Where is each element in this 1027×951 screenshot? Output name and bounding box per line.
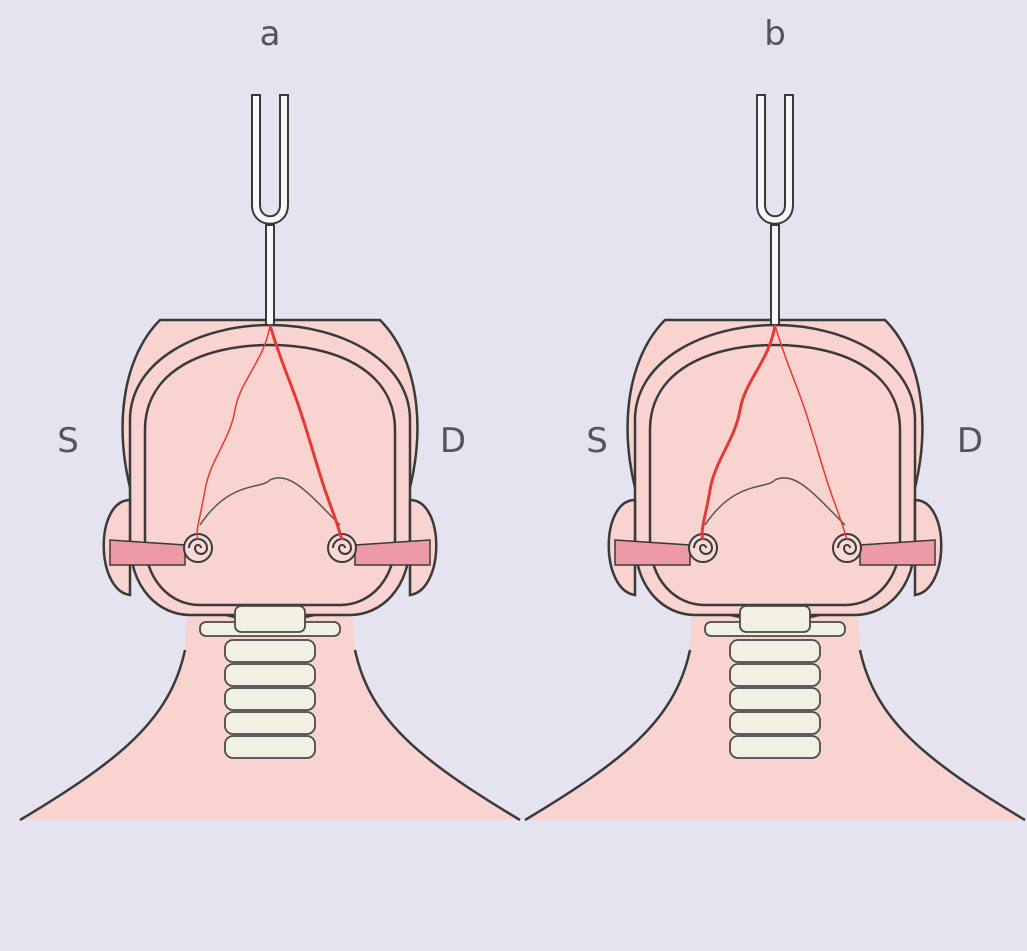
panel-b-right-label: D bbox=[957, 421, 983, 461]
panel-a-right-label: D bbox=[440, 421, 466, 461]
panel-a-label: a bbox=[260, 14, 281, 54]
panel-b-left-label: S bbox=[586, 421, 608, 461]
panel-a-left-label: S bbox=[57, 421, 79, 461]
panel-b-label: b bbox=[764, 14, 786, 54]
